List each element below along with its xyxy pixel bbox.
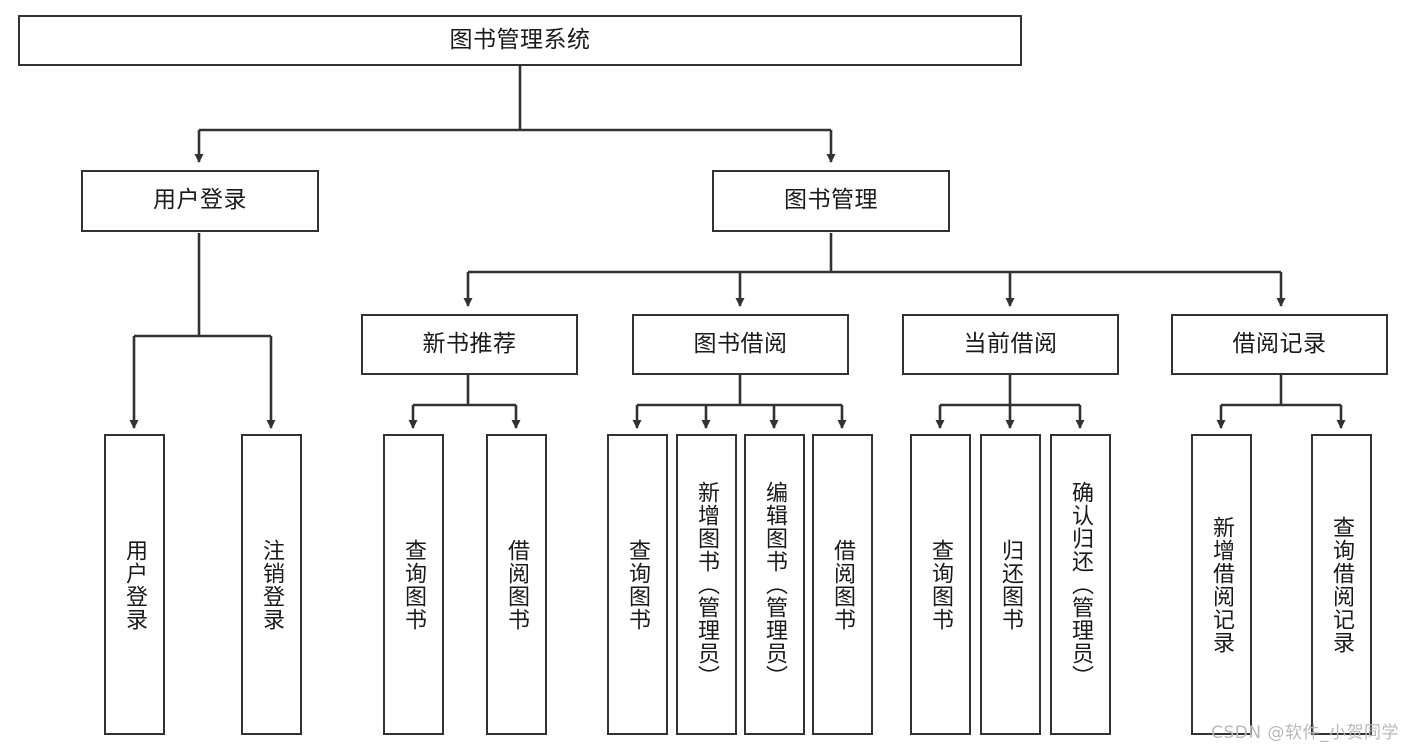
node-leaf-return-book[interactable]: 归还图书 (980, 434, 1041, 735)
node-label: 查询图书 (625, 538, 651, 631)
node-label: 新增图书（管理员） (694, 481, 720, 688)
node-label: 当前借阅 (963, 330, 1058, 357)
node-label: 确认归还（管理员） (1068, 481, 1094, 688)
node-leaf-borrow-book-1[interactable]: 借阅图书 (486, 434, 547, 735)
node-label: 借阅图书 (504, 538, 530, 631)
node-label: 查询图书 (928, 538, 954, 631)
node-label: 用户登录 (122, 538, 148, 631)
node-borrow-record[interactable]: 借阅记录 (1171, 314, 1388, 375)
node-label: 查询借阅记录 (1329, 515, 1355, 654)
node-leaf-logout-login[interactable]: 注销登录 (241, 434, 302, 735)
node-new-book-recommend[interactable]: 新书推荐 (361, 314, 578, 375)
node-leaf-user-login[interactable]: 用户登录 (104, 434, 165, 735)
node-leaf-query-book-3[interactable]: 查询图书 (910, 434, 971, 735)
node-leaf-query-book-2[interactable]: 查询图书 (607, 434, 668, 735)
node-current-borrow[interactable]: 当前借阅 (902, 314, 1119, 375)
node-user-login[interactable]: 用户登录 (81, 170, 319, 232)
node-label: 借阅记录 (1232, 330, 1327, 357)
node-leaf-add-record[interactable]: 新增借阅记录 (1191, 434, 1252, 735)
node-label: 新书推荐 (422, 330, 517, 357)
node-leaf-borrow-book-2[interactable]: 借阅图书 (812, 434, 873, 735)
node-leaf-add-book[interactable]: 新增图书（管理员） (676, 434, 737, 735)
node-label: 归还图书 (998, 538, 1024, 631)
node-label: 新增借阅记录 (1209, 515, 1235, 654)
node-label: 编辑图书（管理员） (762, 481, 788, 688)
node-label: 图书管理 (784, 187, 878, 214)
node-root-system[interactable]: 图书管理系统 (18, 15, 1022, 66)
node-label: 用户登录 (153, 187, 247, 214)
node-label: 图书管理系统 (449, 26, 591, 53)
node-label: 注销登录 (259, 538, 285, 631)
node-label: 图书借阅 (693, 330, 788, 357)
node-book-borrow[interactable]: 图书借阅 (632, 314, 849, 375)
node-leaf-query-book-1[interactable]: 查询图书 (383, 434, 444, 735)
node-label: 查询图书 (401, 538, 427, 631)
node-label: 借阅图书 (830, 538, 856, 631)
node-leaf-edit-book[interactable]: 编辑图书（管理员） (744, 434, 805, 735)
node-book-manage[interactable]: 图书管理 (712, 170, 950, 232)
node-leaf-query-record[interactable]: 查询借阅记录 (1311, 434, 1372, 735)
node-leaf-confirm-return[interactable]: 确认归还（管理员） (1050, 434, 1111, 735)
